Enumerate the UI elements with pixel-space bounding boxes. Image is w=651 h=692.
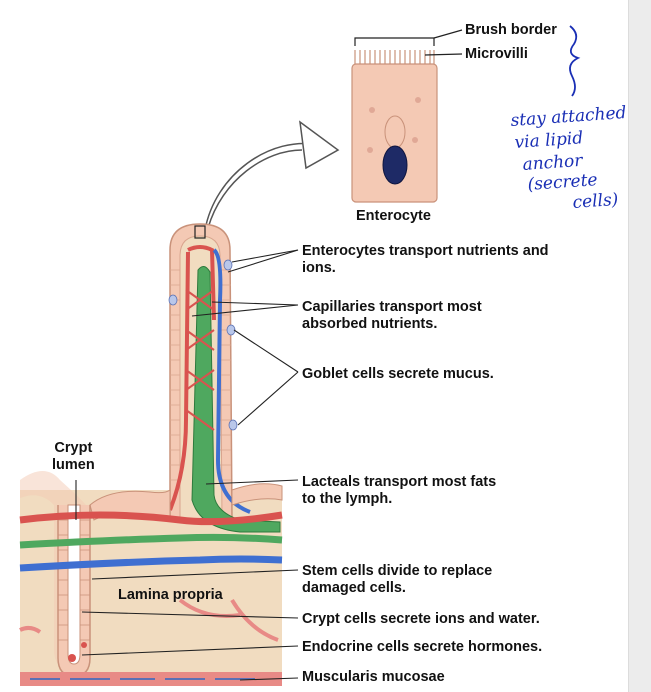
leader-lines — [75, 249, 299, 681]
label-crypt-lumen: Crypt lumen — [52, 440, 95, 473]
zoom-arrow — [204, 142, 321, 231]
label-enterocyte: Enterocyte — [356, 208, 431, 224]
enterocyte-cell — [351, 50, 438, 203]
green-vessel — [19, 533, 283, 549]
label-brush-border: Brush border — [465, 22, 557, 38]
label-goblet-cells: Goblet cells secrete mucus. — [302, 366, 494, 382]
handwritten-note-line-5: cells) — [571, 189, 620, 213]
label-microvilli: Microvilli — [465, 46, 528, 62]
label-muscularis-mucosae: Muscularis mucosae — [302, 669, 445, 685]
label-lacteals-transport: Lacteals transport most fats to the lymp… — [302, 474, 497, 507]
red-vessel — [19, 511, 283, 526]
label-crypt-cells: Crypt cells secrete ions and water. — [302, 611, 540, 627]
label-lamina-propria: Lamina propria — [118, 587, 223, 603]
label-endocrine-cells: Endocrine cells secrete hormones. — [302, 639, 543, 655]
muscularis-mucosae-layer — [20, 672, 282, 686]
microvilli-fringe — [354, 50, 435, 64]
crypt — [57, 504, 91, 677]
label-enterocytes-transport: Enterocytes transport nutrients and ions… — [302, 243, 549, 276]
label-stem-cells: Stem cells divide to replace damaged cel… — [302, 563, 493, 596]
label-capillaries-transport: Capillaries transport most absorbed nutr… — [302, 299, 482, 332]
villus — [168, 223, 281, 533]
side-panel — [628, 0, 651, 692]
blue-vessel — [19, 555, 283, 572]
ink-strokes — [569, 25, 581, 97]
